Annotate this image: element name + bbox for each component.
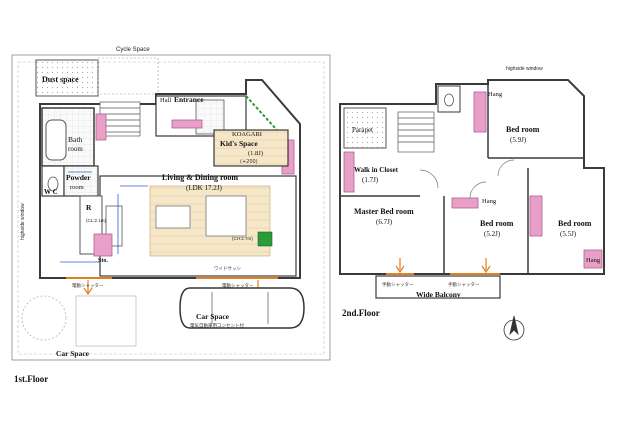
ldk-area-label: (LDK 17.2J)	[186, 184, 222, 192]
highside-window-label-1f: highside window	[20, 203, 26, 240]
sto-label: Sto.	[98, 258, 108, 264]
hang-top-label: Hang	[488, 91, 503, 98]
powder-label: Powder	[66, 173, 91, 182]
parapet-label: Parapet	[352, 126, 373, 134]
car-space-right-label: Car Space	[196, 312, 230, 321]
entrance-floor	[195, 99, 225, 135]
bedroom-52-label: Bed room	[480, 219, 514, 228]
closet-hall	[95, 113, 107, 141]
arrow-down-icon	[395, 258, 405, 274]
bath-room-label: room	[68, 145, 83, 153]
arrow-down-icon	[481, 258, 491, 274]
bedroom-59-area-label: (5.9J)	[510, 136, 527, 144]
powder-room-label: room	[70, 184, 84, 191]
master-bedroom-label: Master Bed room	[354, 207, 414, 216]
highside-window-label-2f: highside window	[506, 66, 543, 72]
shutter-b-label: 手動シャッター	[448, 281, 480, 288]
closet-entrance	[171, 119, 203, 129]
shutter-right-label: 電動シャッター	[222, 282, 254, 289]
cycle-space-zone	[97, 57, 159, 95]
kids-area-label: (1.8J)	[248, 150, 263, 157]
bedroom-55-label: Bed room	[558, 219, 592, 228]
closet-bed59	[473, 91, 487, 133]
closet-hang-right	[583, 249, 603, 269]
sofa	[205, 195, 247, 237]
kids-space	[213, 129, 289, 167]
closet-bed55	[529, 195, 543, 237]
stairs-first-floor	[99, 101, 141, 137]
site-boundary	[11, 54, 331, 361]
hang-mid-label: Hang	[482, 198, 497, 205]
ldk-label: Living & Dining room	[162, 173, 238, 182]
kids-note-label: (+200)	[240, 159, 258, 165]
toilet-icon	[444, 93, 454, 107]
green-panel	[257, 231, 273, 247]
site-offset-line	[17, 61, 325, 355]
wide-balcony-label: Wide Balcony	[416, 290, 461, 299]
wide-balcony-area	[375, 275, 501, 299]
shutter-left-label: 電動シャッター	[72, 282, 104, 289]
parapet-area	[343, 107, 387, 149]
second-floor-title: 2nd.Floor	[342, 308, 380, 318]
clothes-label: (CL:2.1m)	[86, 218, 107, 223]
first-floor-title: 1st.Floor	[14, 374, 48, 384]
entrance-label: Entrance	[174, 95, 204, 104]
bathtub-icon	[45, 119, 67, 161]
door-swing	[419, 169, 439, 189]
shutter-a-label: 手動シャッター	[382, 281, 414, 288]
door-swing	[469, 181, 487, 199]
dining-table	[155, 205, 191, 229]
bedroom-52-area-label: (5.2J)	[484, 230, 501, 238]
toilet-icon	[47, 176, 59, 192]
bedroom-59-label: Bed room	[506, 125, 540, 134]
arrow-down-icon	[83, 280, 93, 296]
closet-wic	[343, 151, 355, 193]
first-floor-plan: Cycle Space Dust space Hall Entrance Bat…	[11, 47, 331, 384]
stairs-second-floor	[397, 111, 435, 153]
hang-right-label: Hang	[586, 257, 601, 264]
car-space-left-area	[21, 295, 137, 347]
refrigerator-label: R	[86, 203, 92, 212]
door-swing	[497, 159, 515, 177]
tree-icon	[21, 295, 67, 341]
blue-notes	[60, 171, 148, 263]
walk-in-closet-label: Walk in Closet	[354, 166, 399, 174]
storage-closet	[93, 233, 113, 257]
car-space-left-label: Car Space	[56, 349, 90, 358]
dust-space-label: Dust space	[42, 75, 79, 84]
wic-area-label: (1.7J)	[362, 176, 379, 184]
bath-label: Bath	[68, 135, 82, 144]
hall-label: Hall	[160, 97, 171, 104]
wc-label: W C	[44, 188, 58, 196]
cycle-space-label: Cycle Space	[116, 47, 150, 53]
second-floor-plan: highside window Hang Bed room (5.9J) Par…	[339, 66, 605, 341]
kids-space-label: Kid's Space	[220, 139, 258, 148]
bedroom-55-area-label: (5.5J)	[560, 230, 577, 238]
koagari-label: KOAGARI	[232, 131, 262, 138]
ev-charger-label: 電気自動車用コンセント付	[190, 322, 244, 329]
ceiling-label: (CH:2.7m)	[232, 236, 253, 241]
closet-bed52	[451, 197, 479, 209]
car-icon	[179, 287, 305, 329]
wide-sash-label: ワイドサッシ	[214, 266, 241, 272]
master-area-label: (6.7J)	[376, 218, 393, 226]
north-arrow-icon	[503, 315, 525, 341]
